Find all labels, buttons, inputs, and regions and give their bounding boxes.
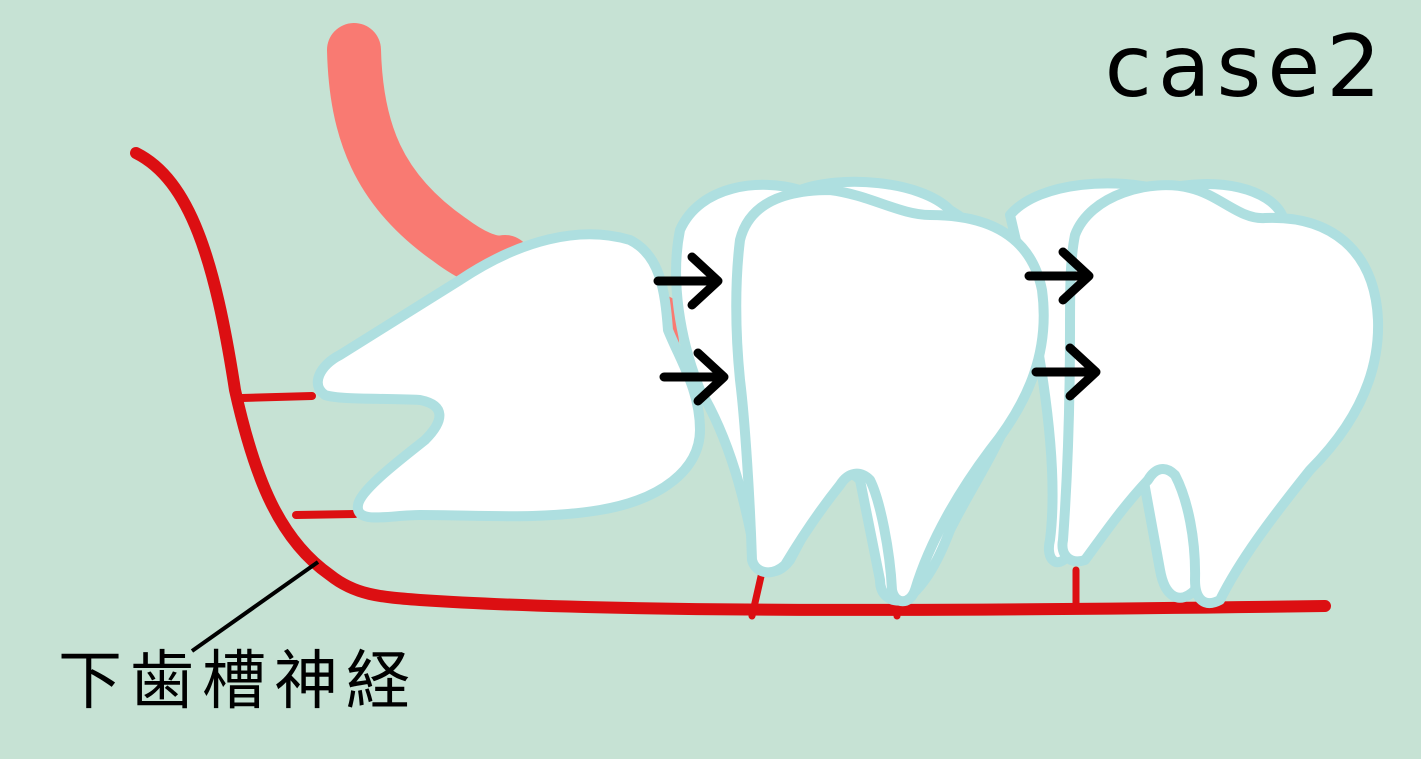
- second-molar: [731, 185, 1049, 607]
- arrows: [653, 247, 1101, 406]
- arrow-right-icon: [1024, 247, 1094, 305]
- arrow-right-icon: [1031, 343, 1101, 401]
- nerve: [130, 147, 1331, 620]
- case-title: case2: [1104, 17, 1387, 117]
- nerve-label: 下歯槽神経: [58, 645, 418, 719]
- first-molar: [1057, 180, 1384, 609]
- arrow-right-icon: [653, 252, 723, 310]
- gum-tissue: [327, 23, 532, 290]
- impacted-wisdom-tooth: [312, 229, 705, 523]
- arrow-right-icon: [659, 348, 729, 406]
- label-leader-line: [190, 560, 320, 653]
